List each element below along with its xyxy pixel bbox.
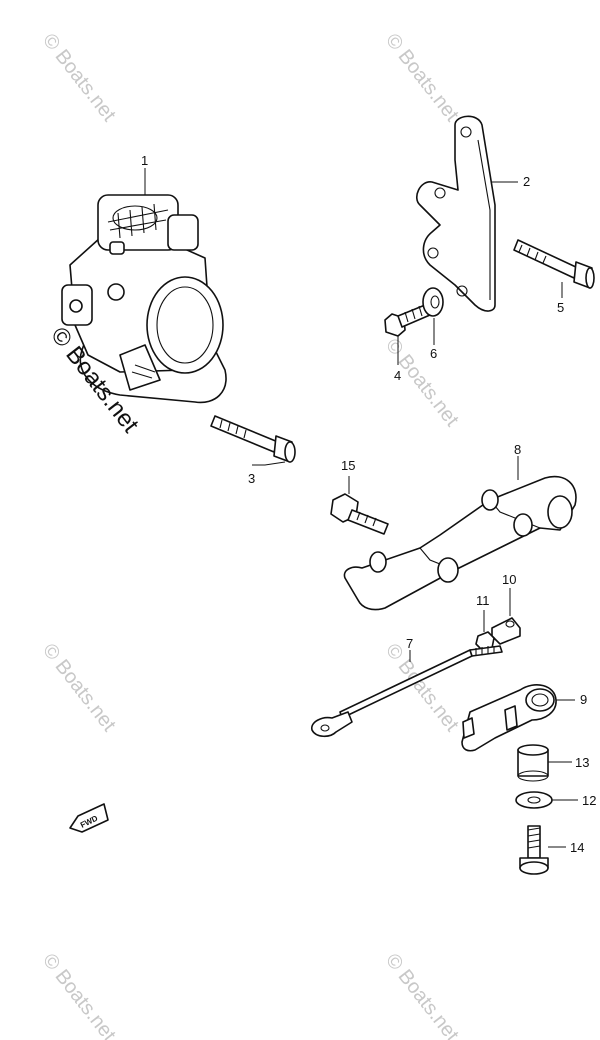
callout-12: 12	[582, 793, 596, 808]
callout-9: 9	[580, 692, 587, 707]
watermark-text: © Boats.net	[381, 950, 463, 1040]
link-arm-part-8[interactable]	[343, 456, 577, 611]
callout-4: 4	[394, 368, 401, 383]
callout-5: 5	[557, 300, 564, 315]
callout-11: 11	[476, 593, 490, 608]
watermark-text: © Boats.net	[38, 950, 120, 1040]
washer-part-12[interactable]	[515, 791, 578, 809]
watermark-layer: © Boats.net © Boats.net © Boats.net © Bo…	[38, 30, 463, 1040]
callout-6: 6	[430, 346, 437, 361]
bracket-part[interactable]	[416, 115, 518, 312]
bolt-part-3[interactable]	[210, 415, 296, 466]
bolt-part-5[interactable]	[513, 239, 595, 298]
bolt-part-15[interactable]	[330, 476, 389, 535]
lever-part-9[interactable]	[461, 684, 575, 752]
spacer-part-13[interactable]	[517, 744, 572, 782]
bolt-part-14[interactable]	[519, 825, 566, 875]
callout-10: 10	[502, 572, 516, 587]
watermark-text: © Boats.net	[38, 640, 120, 736]
callout-2: 2	[523, 174, 530, 189]
callout-13: 13	[575, 755, 589, 770]
joint-part-10[interactable]	[491, 588, 521, 645]
washer-part-6[interactable]	[422, 287, 444, 345]
callout-1: 1	[141, 153, 148, 168]
callout-7: 7	[406, 636, 413, 651]
callout-15: 15	[341, 458, 355, 473]
callout-14: 14	[570, 840, 584, 855]
watermark-text: © Boats.net	[38, 30, 120, 126]
forward-arrow-icon: FWD	[69, 803, 109, 833]
watermark-text: © Boats.net	[381, 30, 463, 126]
throttle-body-part[interactable]	[61, 168, 227, 404]
bolt-part-4[interactable]	[384, 304, 431, 365]
callout-8: 8	[514, 442, 521, 457]
callout-labels: 1 2 3 4 5 6 7 8 9 10 11 12 13 14 15	[141, 153, 596, 855]
callout-3: 3	[248, 471, 255, 486]
rod-part-7[interactable]	[311, 645, 503, 738]
